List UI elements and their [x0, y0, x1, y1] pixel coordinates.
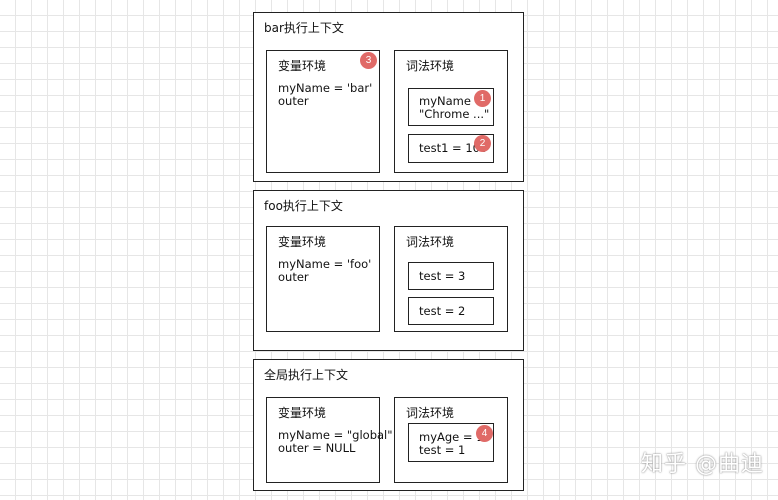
watermark: 知乎 @曲迪 [641, 452, 764, 477]
lexical-item: myName = "Chrome ..." [408, 88, 494, 126]
global-execution-context: 全局执行上下文 变量环境 myName = "global" outer = N… [253, 359, 524, 491]
env-title: 词法环境 [406, 406, 455, 420]
env-title: 变量环境 [278, 235, 327, 249]
env-lines: myName = "global" outer = NULL [278, 429, 393, 455]
lexical-item: test = 2 [408, 297, 494, 325]
variable-environment: 变量环境 myName = 'foo' outer [266, 226, 380, 332]
context-title: bar执行上下文 [264, 21, 344, 35]
foo-execution-context: foo执行上下文 变量环境 myName = 'foo' outer 词法环境 … [253, 190, 524, 351]
item-line: "Chrome ..." [419, 107, 490, 121]
env-title: 词法环境 [406, 59, 455, 73]
env-lines: myName = 'foo' outer [278, 258, 371, 284]
lexical-item: myAge = 10 test = 1 [408, 423, 494, 462]
env-line: outer [278, 94, 309, 108]
lexical-environment: 词法环境 myName = "Chrome ..." test1 = 100 [394, 50, 508, 173]
item-line: test = 3 [419, 269, 466, 283]
item-line: test = 2 [419, 304, 466, 318]
step-badge: 1 [474, 90, 491, 107]
env-title: 变量环境 [278, 59, 327, 73]
item-line: test1 = 100 [419, 141, 488, 155]
env-line: outer [278, 270, 309, 284]
env-lines: myName = 'bar' outer [278, 82, 372, 108]
lexical-environment: 词法环境 test = 3 test = 2 [394, 226, 508, 332]
context-title: foo执行上下文 [264, 199, 343, 213]
lexical-item: test = 3 [408, 262, 494, 290]
bar-execution-context: bar执行上下文 变量环境 myName = 'bar' outer 3 词法环… [253, 12, 524, 182]
step-badge: 4 [476, 425, 493, 442]
lexical-environment: 词法环境 myAge = 10 test = 1 [394, 397, 508, 483]
step-badge: 2 [474, 135, 491, 152]
env-title: 变量环境 [278, 406, 327, 420]
variable-environment: 变量环境 myName = "global" outer = NULL [266, 397, 393, 483]
context-title: 全局执行上下文 [264, 368, 349, 382]
env-line: myName = 'bar' [278, 81, 373, 95]
env-title: 词法环境 [406, 235, 455, 249]
item-line: myAge = 10 [419, 430, 491, 444]
env-line: myName = 'foo' [278, 257, 372, 271]
env-line: outer = NULL [278, 441, 356, 455]
item-line: myName = [419, 94, 485, 108]
item-line: test = 1 [419, 443, 466, 457]
step-badge: 3 [360, 52, 377, 69]
variable-environment: 变量环境 myName = 'bar' outer [266, 50, 380, 173]
env-line: myName = "global" [278, 428, 393, 442]
